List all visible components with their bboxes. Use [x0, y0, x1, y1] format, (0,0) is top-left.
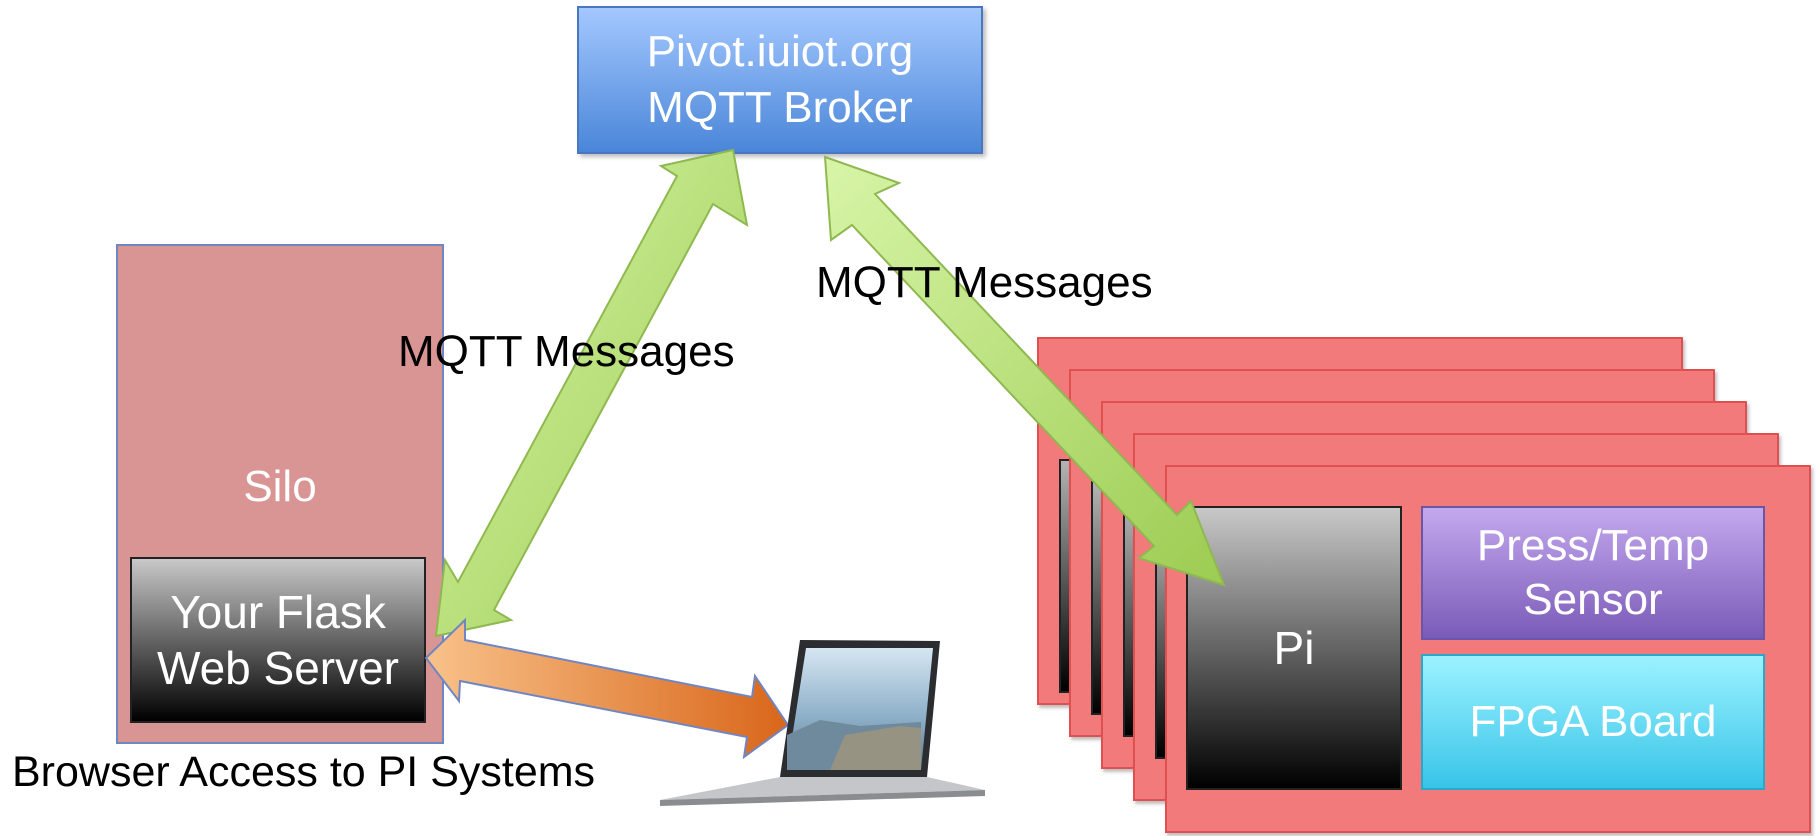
flask-web-server-box: Your Flask Web Server — [130, 557, 426, 723]
pi-label: Pi — [1273, 622, 1315, 674]
fpga-label: FPGA Board — [1469, 697, 1717, 746]
browser-access-caption: Browser Access to PI Systems — [12, 748, 596, 796]
broker-label-line1: Pivot.iuiot.org — [646, 27, 914, 76]
mqtt-arrow-left — [434, 148, 749, 638]
flask-label-line1: Your Flask — [170, 586, 386, 638]
broker-label-line2: MQTT Broker — [647, 83, 913, 132]
mqtt-messages-label-right: MQTT Messages — [816, 258, 1153, 307]
silo-label: Silo — [243, 462, 317, 511]
press-temp-sensor-box: Press/Temp Sensor — [1421, 506, 1765, 640]
sensor-label-line2: Sensor — [1523, 575, 1663, 624]
pi-box: Pi — [1186, 506, 1402, 790]
mqtt-messages-label-left: MQTT Messages — [398, 327, 735, 376]
browser-access-arrow — [424, 617, 790, 760]
mqtt-broker-box: Pivot.iuiot.org MQTT Broker — [577, 6, 983, 154]
laptop-icon — [660, 640, 985, 806]
sensor-label-line1: Press/Temp — [1476, 521, 1710, 570]
fpga-board-box: FPGA Board — [1421, 654, 1765, 790]
flask-label-line2: Web Server — [156, 642, 400, 694]
mqtt-arrow-right — [823, 155, 1226, 587]
